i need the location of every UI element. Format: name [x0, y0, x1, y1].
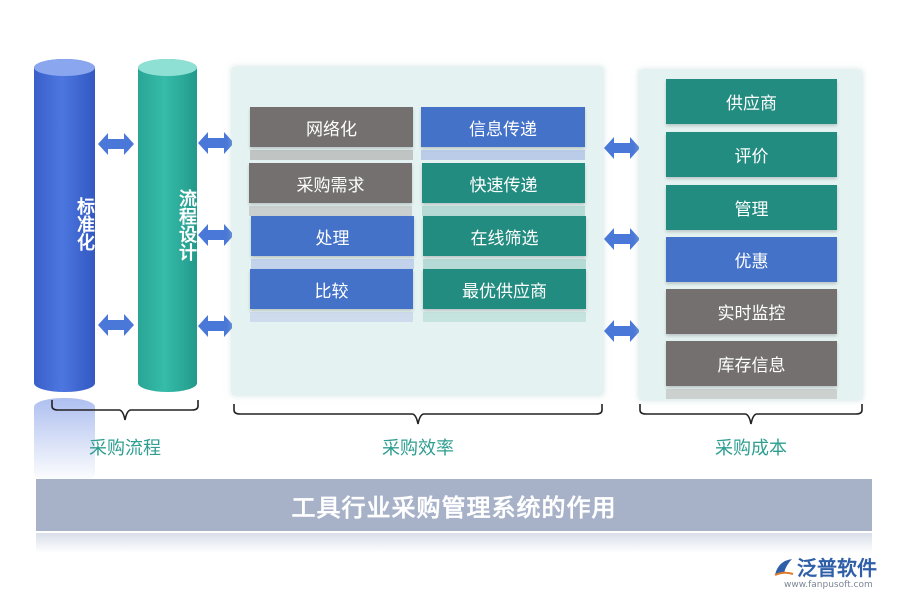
cylinder-cap: [34, 59, 95, 76]
network-box: 网络化: [250, 107, 413, 147]
footer-reflection: [36, 533, 872, 553]
processing-box: 处理: [251, 216, 414, 256]
cost-brace: [639, 404, 863, 425]
procurement-cost-label: 采购成本: [715, 438, 787, 459]
box-reflection: [423, 312, 586, 322]
double-arrow-icon: [198, 132, 234, 154]
info-transfer-box: 信息传递: [421, 107, 585, 147]
logo-name: 泛普软件: [797, 556, 877, 580]
procurement-process-label: 采购流程: [89, 438, 161, 459]
process-design-label: 流程设计: [176, 189, 197, 261]
box-reflection: [251, 259, 414, 269]
fast-transfer-box: 快速传递: [422, 163, 585, 203]
evaluation-box: 评价: [666, 132, 837, 177]
discount-box: 优惠: [666, 237, 837, 282]
process-brace: [51, 400, 199, 421]
standardization-label: 标准化: [74, 197, 95, 251]
cylinder-cap: [138, 59, 197, 76]
box-reflection: [421, 150, 585, 160]
efficiency-brace: [233, 404, 603, 425]
box-reflection: [249, 206, 412, 216]
double-arrow-icon: [98, 314, 134, 336]
double-arrow-icon: [604, 320, 640, 342]
box-reflection: [250, 150, 413, 160]
fanpu-logo: 泛普软件 www.fanpusoft.com: [770, 552, 892, 596]
footer-title-bar: 工具行业采购管理系统的作用: [36, 479, 872, 531]
box-reflection: [666, 389, 837, 399]
footer-title: 工具行业采购管理系统的作用: [291, 492, 617, 522]
supplier-box: 供应商: [666, 79, 837, 124]
inventory-info-box: 库存信息: [666, 341, 837, 386]
double-arrow-icon: [198, 315, 234, 337]
cylinder-reflection: [34, 398, 95, 483]
double-arrow-icon: [604, 137, 640, 159]
compare-box: 比较: [250, 269, 413, 309]
standardization-cylinder: 标准化: [34, 59, 95, 392]
box-reflection: [422, 206, 585, 216]
logo-icon: [774, 559, 794, 576]
double-arrow-icon: [198, 224, 234, 246]
logo-url: www.fanpusoft.com: [784, 580, 873, 590]
double-arrow-icon: [98, 133, 134, 155]
online-filter-box: 在线筛选: [423, 216, 586, 256]
best-supplier-box: 最优供应商: [423, 269, 586, 309]
box-reflection: [250, 312, 413, 322]
process-design-cylinder: 流程设计: [138, 59, 197, 392]
box-reflection: [423, 259, 586, 269]
realtime-monitor-box: 实时监控: [666, 289, 837, 334]
management-box: 管理: [666, 185, 837, 230]
procurement-efficiency-label: 采购效率: [382, 438, 454, 459]
procurement-demand-box: 采购需求: [249, 163, 412, 203]
double-arrow-icon: [604, 228, 640, 250]
